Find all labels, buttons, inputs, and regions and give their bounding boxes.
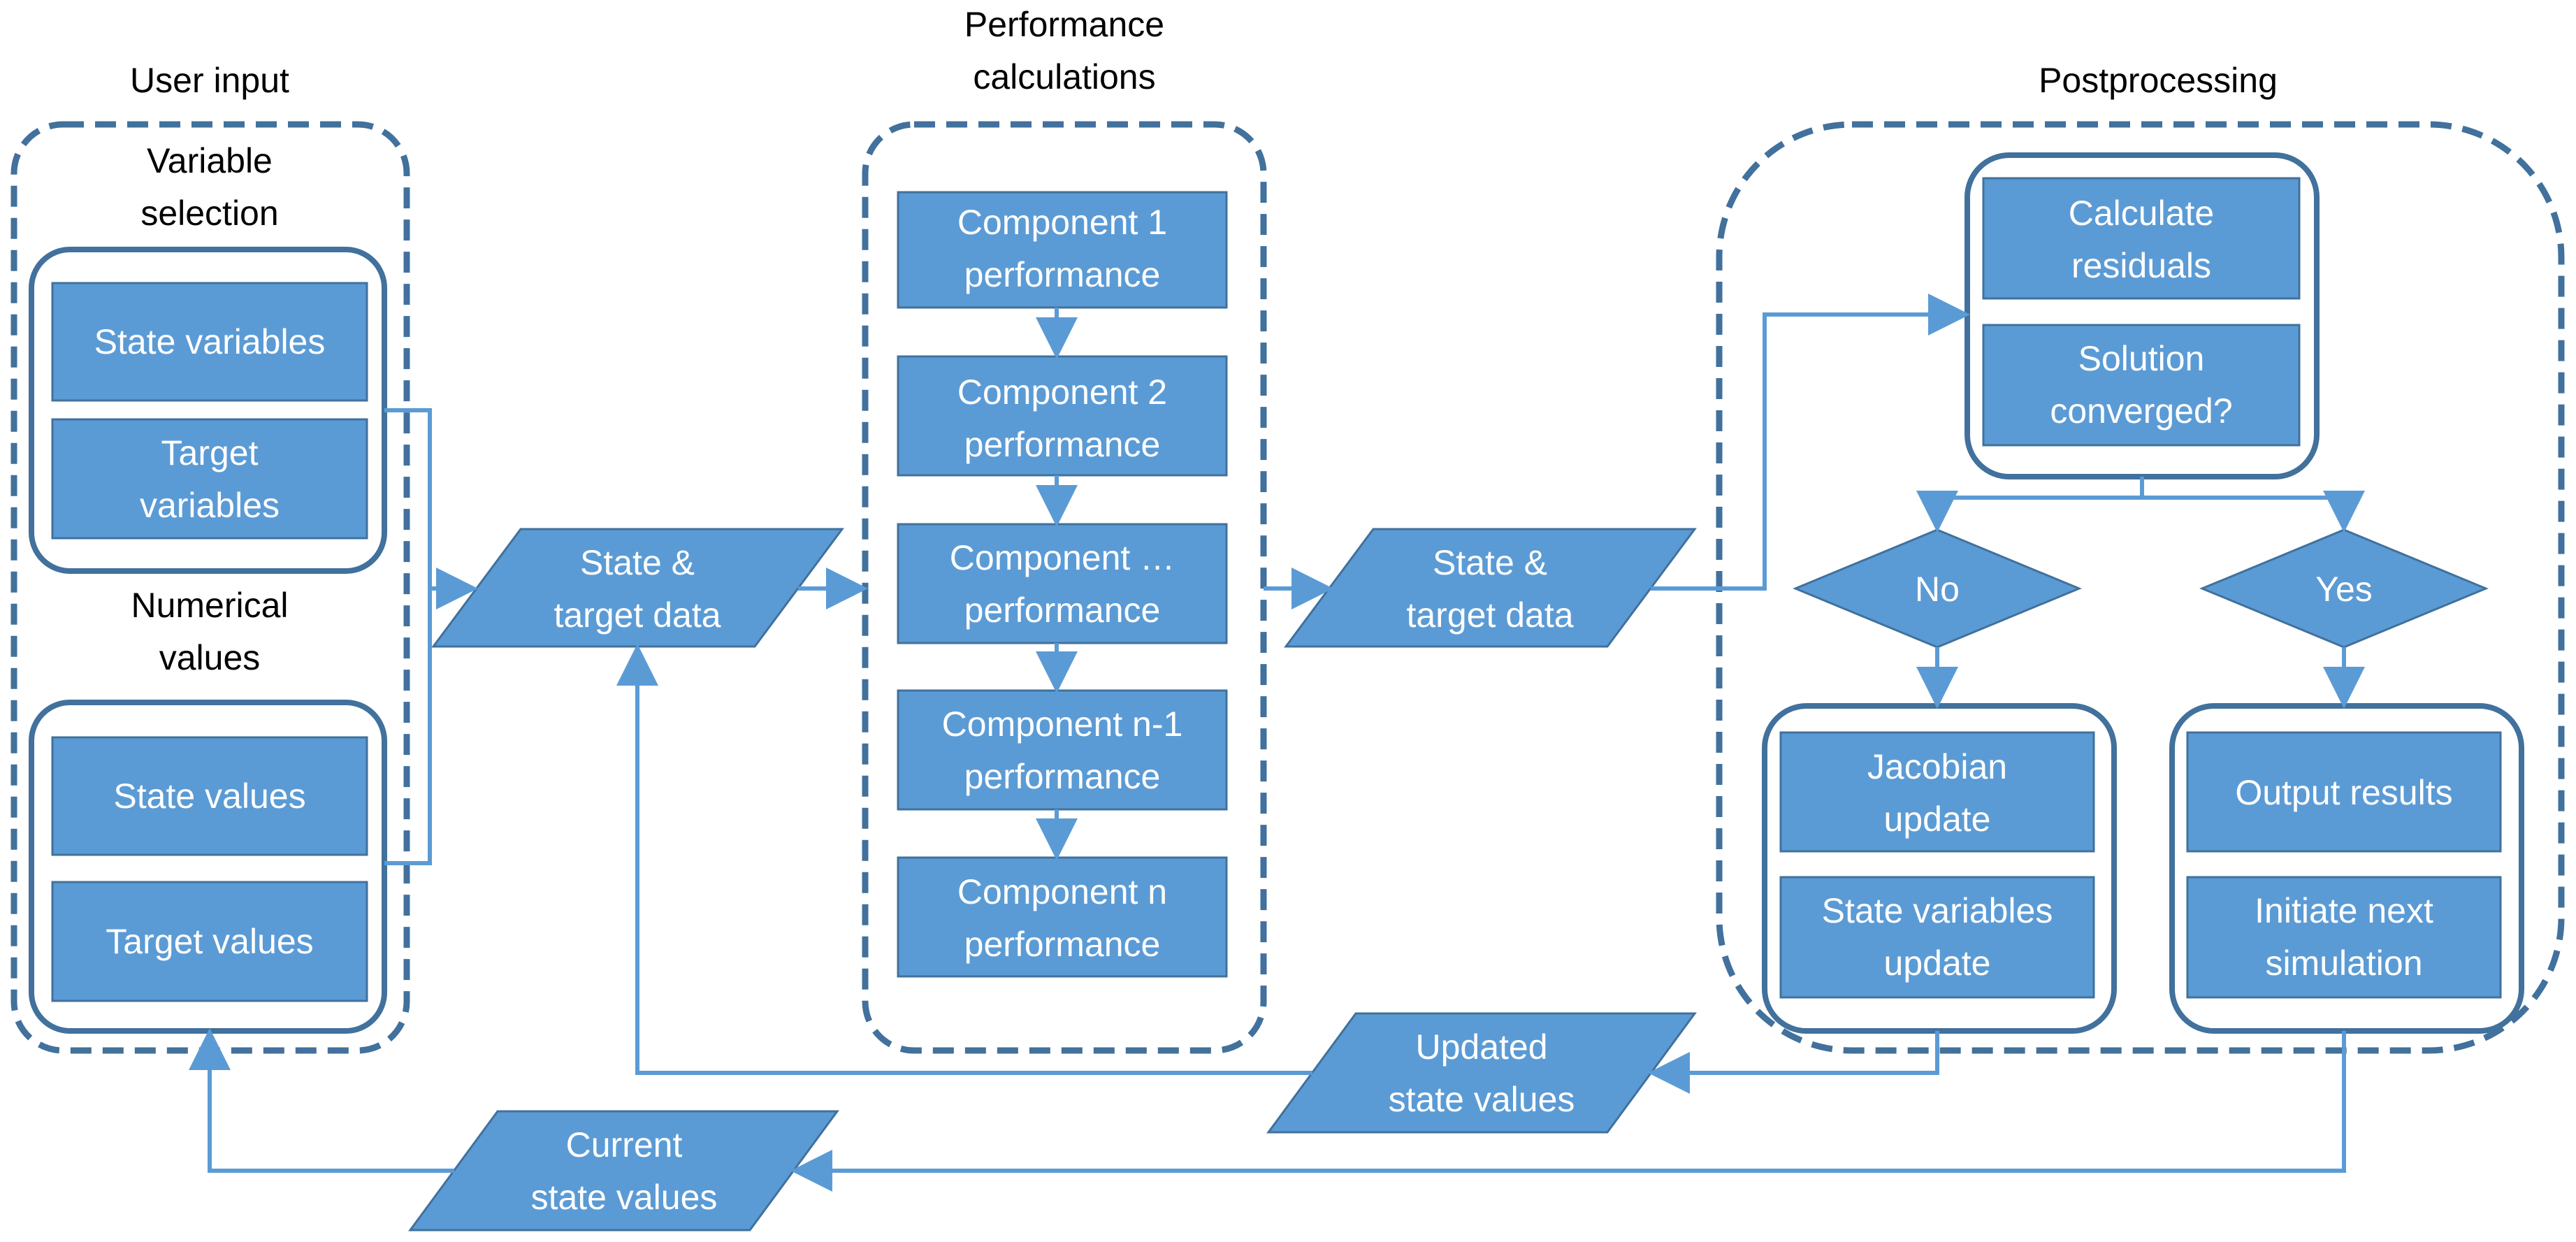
state-target-data-node-1: State & target data [431, 528, 844, 648]
connector-variable-selection [384, 408, 432, 865]
svg-text:State values: State values [113, 777, 305, 816]
state-variables-box: State variables [51, 282, 368, 402]
performance-title-line2: calculations [973, 57, 1155, 96]
svg-text:simulation: simulation [2265, 944, 2422, 983]
component-n-box: Component n performance [897, 856, 1228, 978]
svg-text:Component 1: Component 1 [957, 203, 1167, 242]
variable-selection-title-line2: selection [140, 194, 278, 233]
state-target-data-node-2: State & target data [1284, 528, 1697, 648]
state-values-box: State values [51, 736, 368, 856]
solution-converged-box: Solution converged? [1982, 324, 2301, 447]
state-variables-update-box: State variables update [1779, 876, 2095, 999]
svg-text:No: No [1915, 570, 1960, 609]
svg-text:performance: performance [964, 925, 1161, 964]
target-values-box: Target values [51, 881, 368, 1002]
component-2-box: Component 2 performance [897, 355, 1228, 477]
svg-text:converged?: converged? [2050, 391, 2232, 431]
arrow-node2-to-residuals [1651, 294, 1970, 591]
arrow-output-to-current [790, 1031, 2346, 1192]
svg-text:Component 2: Component 2 [957, 373, 1167, 412]
svg-text:update: update [1884, 944, 1991, 983]
svg-text:Updated: Updated [1415, 1027, 1547, 1067]
svg-text:update: update [1884, 800, 1991, 839]
svg-text:Solution: Solution [2078, 339, 2205, 378]
arrow-updated-to-node1 [616, 644, 1312, 1075]
updated-state-values-node: Updated state values [1266, 1012, 1697, 1134]
svg-text:residuals: residuals [2071, 246, 2211, 285]
svg-text:variables: variables [140, 486, 280, 525]
decision-no: No [1793, 528, 2082, 649]
svg-text:Component n-1: Component n-1 [942, 705, 1183, 744]
svg-text:State &: State & [1433, 543, 1547, 582]
svg-text:Current: Current [566, 1125, 683, 1164]
arrow-current-to-user-input [189, 1028, 454, 1173]
svg-text:State variables: State variables [94, 322, 326, 361]
component-n-1-box: Component n-1 performance [897, 689, 1228, 811]
current-state-values-node: Current state values [408, 1110, 839, 1232]
variable-selection-title-line1: Variable [147, 141, 273, 180]
initiate-next-simulation-box: Initiate next simulation [2186, 876, 2502, 999]
svg-text:state values: state values [1389, 1080, 1575, 1119]
svg-text:Output results: Output results [2235, 773, 2452, 812]
component-1-box: Component 1 performance [897, 191, 1228, 309]
svg-text:performance: performance [964, 591, 1161, 630]
numerical-values-title-line1: Numerical [131, 586, 288, 625]
svg-text:Component n: Component n [957, 872, 1167, 911]
svg-text:Initiate next: Initiate next [2255, 891, 2433, 930]
output-results-box: Output results [2186, 731, 2502, 853]
svg-text:performance: performance [964, 425, 1161, 464]
connector-residuals-split [1916, 477, 2144, 533]
performance-title-line1: Performance [964, 5, 1164, 44]
decision-yes: Yes [2199, 528, 2489, 649]
user-input-title: User input [130, 61, 289, 100]
svg-text:Yes: Yes [2315, 570, 2373, 609]
postprocessing-title: Postprocessing [2039, 61, 2278, 100]
svg-text:Calculate: Calculate [2069, 194, 2214, 233]
component-ellipsis-box: Component … performance [897, 523, 1228, 644]
calculate-residuals-box: Calculate residuals [1982, 177, 2301, 300]
svg-text:performance: performance [964, 757, 1161, 796]
svg-text:Component …: Component … [950, 538, 1175, 577]
svg-text:target data: target data [553, 595, 721, 635]
svg-text:Target: Target [161, 433, 259, 472]
svg-text:performance: performance [964, 255, 1161, 294]
svg-text:Target values: Target values [106, 922, 313, 961]
svg-text:State variables: State variables [1822, 891, 2053, 930]
svg-text:State &: State & [580, 543, 695, 582]
svg-text:state values: state values [531, 1178, 718, 1217]
arrow-jacobian-to-updated [1648, 1031, 1939, 1094]
numerical-values-title-line2: values [159, 638, 261, 677]
svg-text:target data: target data [1406, 595, 1573, 635]
svg-text:Jacobian: Jacobian [1867, 747, 2007, 786]
target-variables-box: Target variables [51, 418, 368, 540]
connector-residuals-split-yes [2142, 491, 2365, 533]
jacobian-update-box: Jacobian update [1779, 731, 2095, 853]
